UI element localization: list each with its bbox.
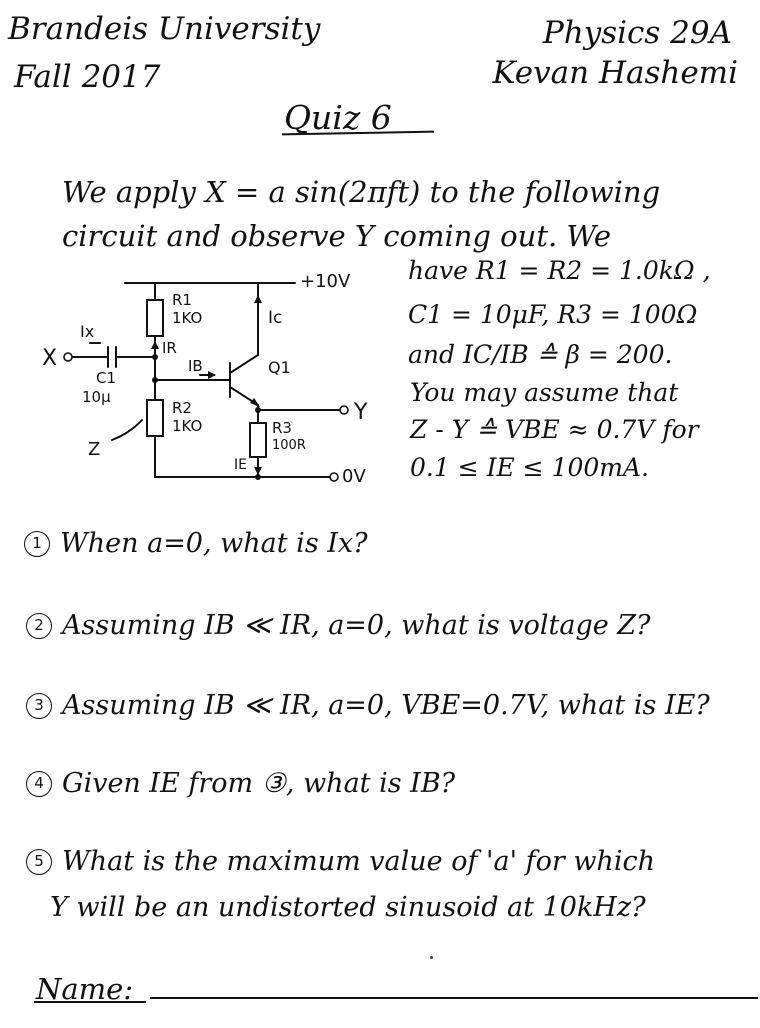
parameter-line-6: 0.1 ≤ IE ≤ 100mA. [410,453,649,482]
circuit-z-label: Z [88,439,100,460]
name-label: Name: [36,972,134,1006]
question-number-badge: 4 [26,770,52,797]
circuit-ir-label: IR [162,339,177,357]
question-text: Given IE from ③, what is IB? [62,768,456,799]
circuit-r2-value: 1KO [172,417,202,435]
name-label-underline [34,1001,146,1003]
circuit-c1-name: C1 [96,369,116,387]
question-number-badge: 5 [26,848,52,875]
term-label: Fall 2017 [14,59,161,95]
circuit-r3-name: R3 [272,419,292,437]
circuit-supply-label: +10V [300,271,351,292]
question-text: Assuming IB ≪ IR, a=0, what is voltage Z… [62,610,651,641]
circuit-r1-name: R1 [172,291,192,309]
course-name: Physics 29A [542,15,732,51]
circuit-ie-label: IE [234,457,247,473]
question-5: 5 What is the maximum value of 'a' for w… [26,848,655,875]
intro-line-2: circuit and observe Y coming out. We [62,219,612,253]
question-text: What is the maximum value of 'a' for whi… [62,846,655,877]
circuit-ib-label: IB [188,357,203,375]
circuit-ix-label: Ix [80,322,94,341]
question-number-badge: 3 [26,692,52,719]
circuit-r3-value: 100R [272,438,306,453]
parameter-line-4: You may assume that [410,378,679,407]
name-answer-line[interactable] [150,997,758,999]
question-1: 1 When a=0, what is Ix? [24,530,368,557]
parameter-line-2: C1 = 10μF, R3 = 100Ω [408,300,698,329]
intro-line-1: We apply X = a sin(2πft) to the followin… [62,175,661,209]
question-2: 2 Assuming IB ≪ IR, a=0, what is voltage… [26,612,651,639]
parameter-line-1: have R1 = R2 = 1.0kΩ , [408,256,711,285]
question-text: When a=0, what is Ix? [60,528,368,559]
instructor-name: Kevan Hashemi [492,55,738,91]
circuit-ic-label: Ic [268,308,282,328]
circuit-diagram: +10V 0V Ic Ix IR IB IE X Y Z Q1 C1 10μ R… [42,271,368,487]
stray-mark [430,956,433,959]
circuit-r2-name: R2 [172,399,192,417]
question-5-continuation: Y will be an undistorted sinusoid at 10k… [50,892,646,923]
circuit-x-label: X [42,346,57,371]
circuit-ground-label: 0V [342,466,366,487]
circuit-q1-label: Q1 [268,358,291,377]
question-4: 4 Given IE from ③, what is IB? [26,770,455,797]
university-name: Brandeis University [8,11,321,47]
question-number-badge: 2 [26,612,52,639]
circuit-y-label: Y [353,400,368,425]
circuit-r1-value: 1KO [172,309,202,327]
question-number-badge: 1 [24,530,50,557]
question-3: 3 Assuming IB ≪ IR, a=0, VBE=0.7V, what … [26,692,710,719]
question-text: Assuming IB ≪ IR, a=0, VBE=0.7V, what is… [62,690,710,721]
circuit-c1-value: 10μ [82,388,111,406]
parameter-line-3: and IC/IB ≙ β = 200. [408,340,673,369]
quiz-title: Quiz 6 [284,98,392,137]
parameter-line-5: Z - Y ≙ VBE ≈ 0.7V for [410,415,699,444]
